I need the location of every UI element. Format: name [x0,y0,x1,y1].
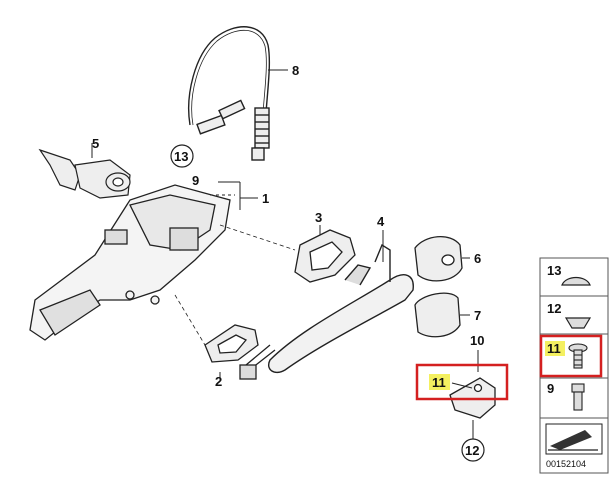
legend-highlight-tag-11 [545,341,565,356]
highlight-box-main [415,363,509,401]
leader-1 [210,181,258,210]
callout-9: 9 [192,173,199,188]
dash-1-2 [174,294,206,346]
part-6-cap-upper [414,236,463,282]
highlight-tag-11 [429,374,450,390]
callout-10: 10 [470,333,484,348]
callout-8: 8 [292,63,299,78]
callout-3: 3 [315,210,322,225]
callout-5: 5 [92,136,99,151]
callout-13-circle [170,144,194,168]
legend-label-11: 11 [547,341,561,356]
callout-11: 11 [432,375,446,390]
diagram-id: 00152104 [546,459,586,469]
legend-part-9 [571,383,585,411]
callout-4: 4 [377,214,385,229]
part-7-cap-lower [414,292,461,338]
legend-part-12 [564,317,592,329]
legend-arrow-symbol [545,423,603,455]
callout-13: 13 [174,149,188,164]
part-1-carrier [29,184,231,341]
legend-label-13: 13 [547,263,561,278]
legend-panel: 13 12 11 9 00152104 [539,257,609,474]
highlight-box-legend [539,334,603,378]
part-5-lock-cylinder [38,148,131,199]
callout-12: 12 [465,443,479,458]
leader-11 [451,382,473,389]
callout-2: 2 [215,374,222,389]
legend-label-12: 12 [547,301,561,316]
legend-part-11-screw [568,343,588,369]
part-3-gasket [294,229,356,283]
part-2-gasket [204,324,276,380]
legend-part-13 [561,276,591,286]
callout-1: 1 [262,191,269,206]
part-8-cable [188,26,271,161]
callout-6: 6 [474,251,481,266]
legend-label-9: 9 [547,381,554,396]
part-4-handle [268,243,414,374]
dash-1-3 [219,224,296,251]
callout-7: 7 [474,308,481,323]
